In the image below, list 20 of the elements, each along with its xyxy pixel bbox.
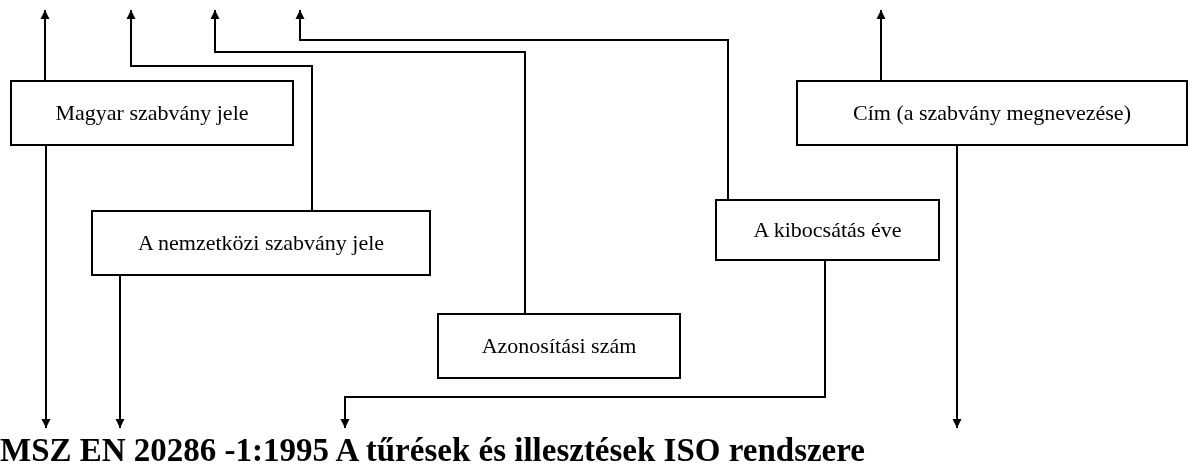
arrow (295, 9, 729, 200)
label-box (10, 80, 294, 146)
box-label: A nemzetközi szabvány jele (137, 230, 385, 256)
arrow (41, 145, 51, 429)
label-box (437, 313, 681, 379)
arrow (126, 9, 313, 211)
arrow (210, 9, 526, 314)
arrow (40, 9, 50, 81)
label-box (796, 80, 1188, 146)
arrow (952, 145, 962, 429)
box-label: Cím (a szabvány megnevezése) (853, 100, 1131, 126)
box-label: Magyar szabvány jele (55, 100, 249, 126)
arrow (340, 260, 826, 429)
box-label: A kibocsátás éve (753, 217, 902, 243)
label-box (715, 199, 940, 261)
arrow (115, 275, 125, 429)
standard-designation: MSZ EN 20286 -1:1995 A tűrések és illesztések ISO rendszere (0, 431, 865, 469)
arrow (876, 9, 886, 81)
box-label: Azonosítási szám (481, 333, 637, 359)
label-box (91, 210, 431, 276)
